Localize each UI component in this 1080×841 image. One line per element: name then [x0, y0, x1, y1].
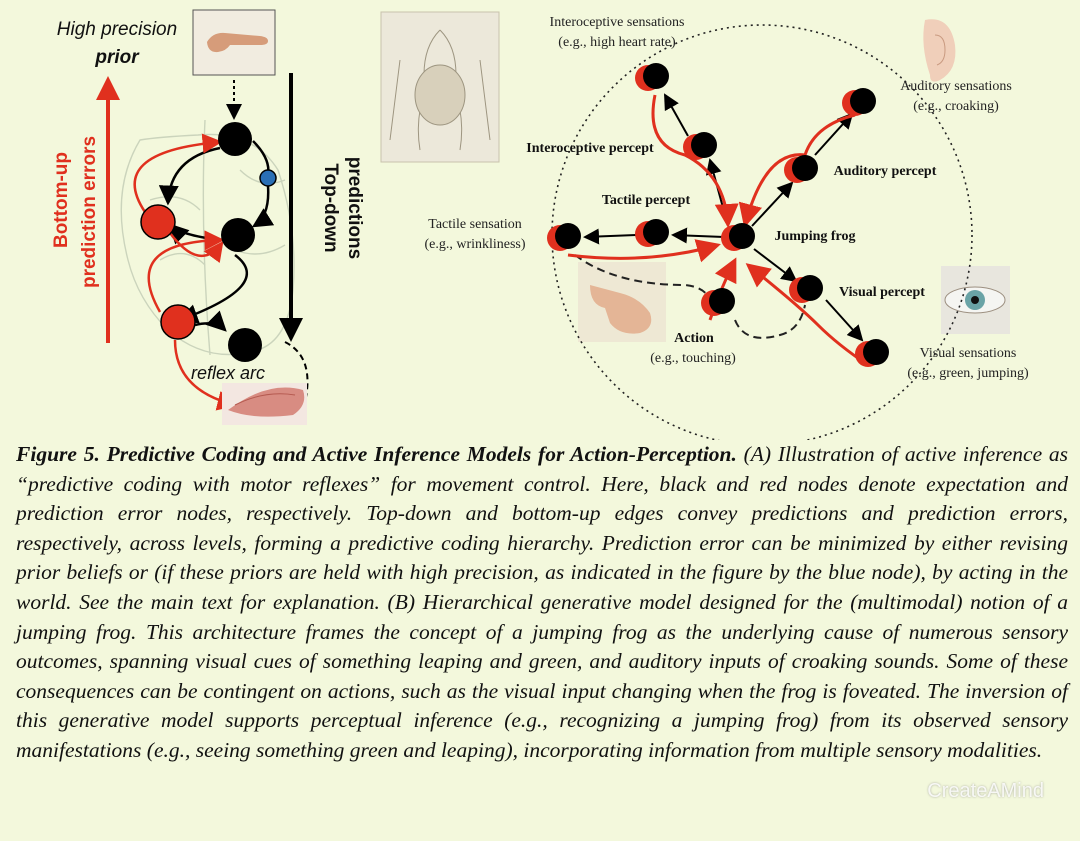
tactile-sensation-example: (e.g., wrinkliness)	[424, 237, 525, 252]
interoceptive-percept-label: Interoceptive percept	[526, 141, 654, 156]
auditory-sensations-label: Auditory sensations	[900, 79, 1012, 94]
bottom-up-label-line2: prediction errors	[79, 136, 100, 288]
error-node-upper	[140, 204, 176, 240]
expectation-node-mid	[221, 218, 255, 252]
edge-mid-to-lower-error	[177, 254, 248, 324]
edge-mid-to-error	[168, 223, 221, 245]
bottom-up-label-line1: Bottom-up	[51, 152, 72, 248]
top-down-label-line1: Top-down	[320, 163, 341, 252]
node-interoceptive-percept	[683, 132, 717, 160]
node-auditory-percept	[784, 155, 818, 183]
action-example: (e.g., touching)	[650, 351, 736, 366]
precision-node-blue	[259, 169, 277, 187]
node-visual-sensations	[855, 339, 889, 367]
caption-body: (A) Illustration of active inference as …	[16, 442, 1068, 762]
edge-lower-error-up	[147, 230, 225, 313]
action-dashed-edge	[574, 254, 711, 301]
tactile-percept-label: Tactile percept	[602, 193, 691, 208]
visual-sensations-label: Visual sensations	[920, 346, 1017, 361]
tactile-sensation-label: Tactile sensation	[428, 217, 522, 232]
node-visual-percept	[789, 275, 823, 303]
model-boundary-circle	[551, 24, 973, 440]
jumping-frog-label: Jumping frog	[774, 229, 855, 244]
touching-hand-image	[578, 262, 666, 342]
watermark: CreateAMind	[927, 780, 1044, 802]
figure-caption: Figure 5. Predictive Coding and Active I…	[16, 440, 1068, 766]
expectation-node-reflex	[228, 328, 262, 362]
top-down-label-line2: predictions	[344, 157, 365, 259]
prior-label-line2: prior	[94, 47, 140, 68]
precision-edge	[251, 185, 275, 228]
node-tactile-percept	[635, 219, 669, 247]
panel-a-diagram: High precision prior Bottom-up predictio…	[51, 9, 365, 425]
expectation-node-top	[218, 122, 252, 156]
edge-error-up	[133, 133, 223, 213]
reflex-arc-label: reflex arc	[191, 363, 265, 383]
caption-title: Figure 5. Predictive Coding and Active I…	[16, 442, 737, 466]
node-tactile-sensation	[547, 223, 581, 251]
node-interoceptive-sensations	[635, 63, 669, 91]
interoceptive-sensations-label: Interoceptive sensations	[550, 15, 685, 30]
action-dashed-edge-2	[734, 304, 806, 339]
auditory-sensations-example: (e.g., croaking)	[913, 99, 999, 114]
anatomy-image	[380, 11, 500, 163]
prior-label-line1: High precision	[57, 19, 177, 40]
auditory-percept-label: Auditory percept	[834, 164, 937, 179]
node-auditory-sensations	[842, 88, 876, 116]
visual-percept-label: Visual percept	[839, 285, 925, 300]
node-jumping-frog	[721, 223, 755, 251]
pointing-hand-image	[192, 9, 276, 76]
error-node-lower	[160, 304, 196, 340]
ear-image	[923, 19, 956, 82]
visual-sensations-example: (e.g., green, jumping)	[907, 366, 1029, 381]
panel-b-diagram: Interoceptive sensations (e.g., high hea…	[380, 11, 1029, 440]
action-label: Action	[674, 331, 714, 346]
muscle-image	[222, 383, 307, 425]
interoceptive-sensations-example: (e.g., high heart rate)	[558, 35, 676, 50]
eye-image	[941, 266, 1010, 334]
edge-reflex-to-error	[194, 310, 227, 332]
edge-top-to-error	[158, 146, 221, 206]
node-action	[701, 288, 735, 316]
prediction-edges	[583, 93, 864, 342]
